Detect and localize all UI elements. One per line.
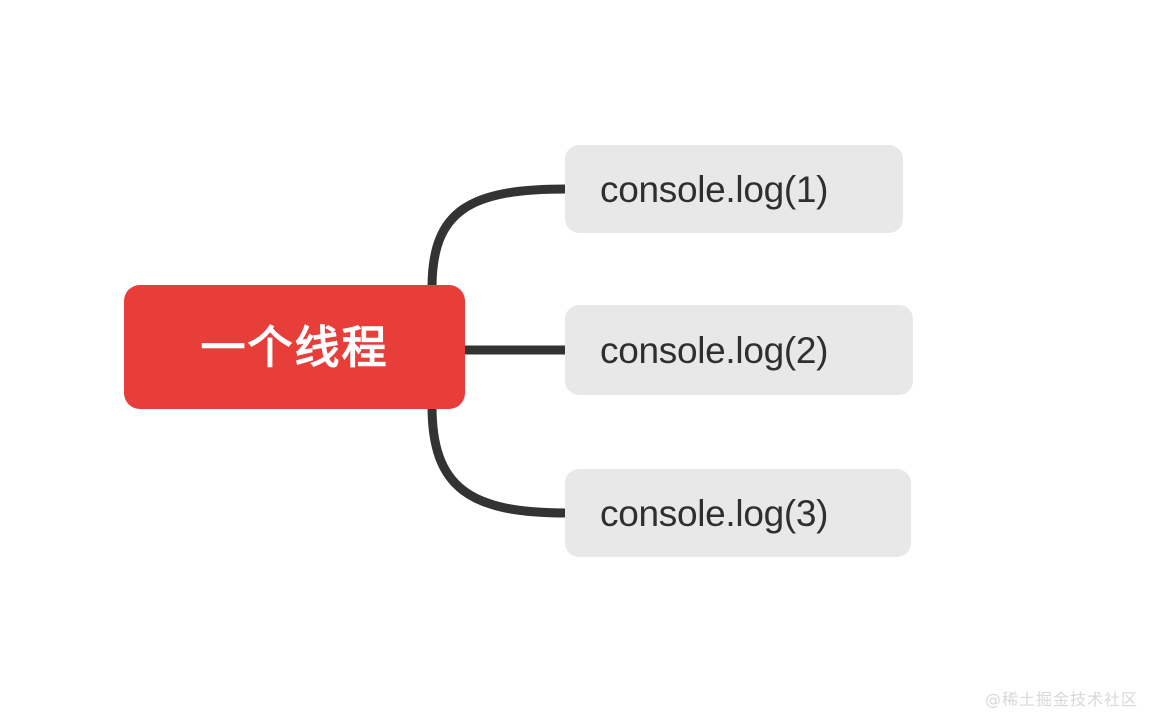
watermark-label: @稀土掘金技术社区 <box>984 690 1138 709</box>
mindmap-child-node-2[interactable]: console.log(2) <box>565 305 913 395</box>
mindmap-child-node-3-label: console.log(3) <box>600 492 829 534</box>
mindmap-child-node-1-label: console.log(1) <box>600 168 829 210</box>
mindmap-child-node-1[interactable]: console.log(1) <box>565 145 903 233</box>
mindmap-root-node[interactable]: 一个线程 <box>124 285 465 409</box>
mindmap-child-node-3[interactable]: console.log(3) <box>565 469 911 557</box>
mindmap-child-node-2-label: console.log(2) <box>600 329 829 371</box>
mindmap-root-node-label: 一个线程 <box>200 320 389 374</box>
